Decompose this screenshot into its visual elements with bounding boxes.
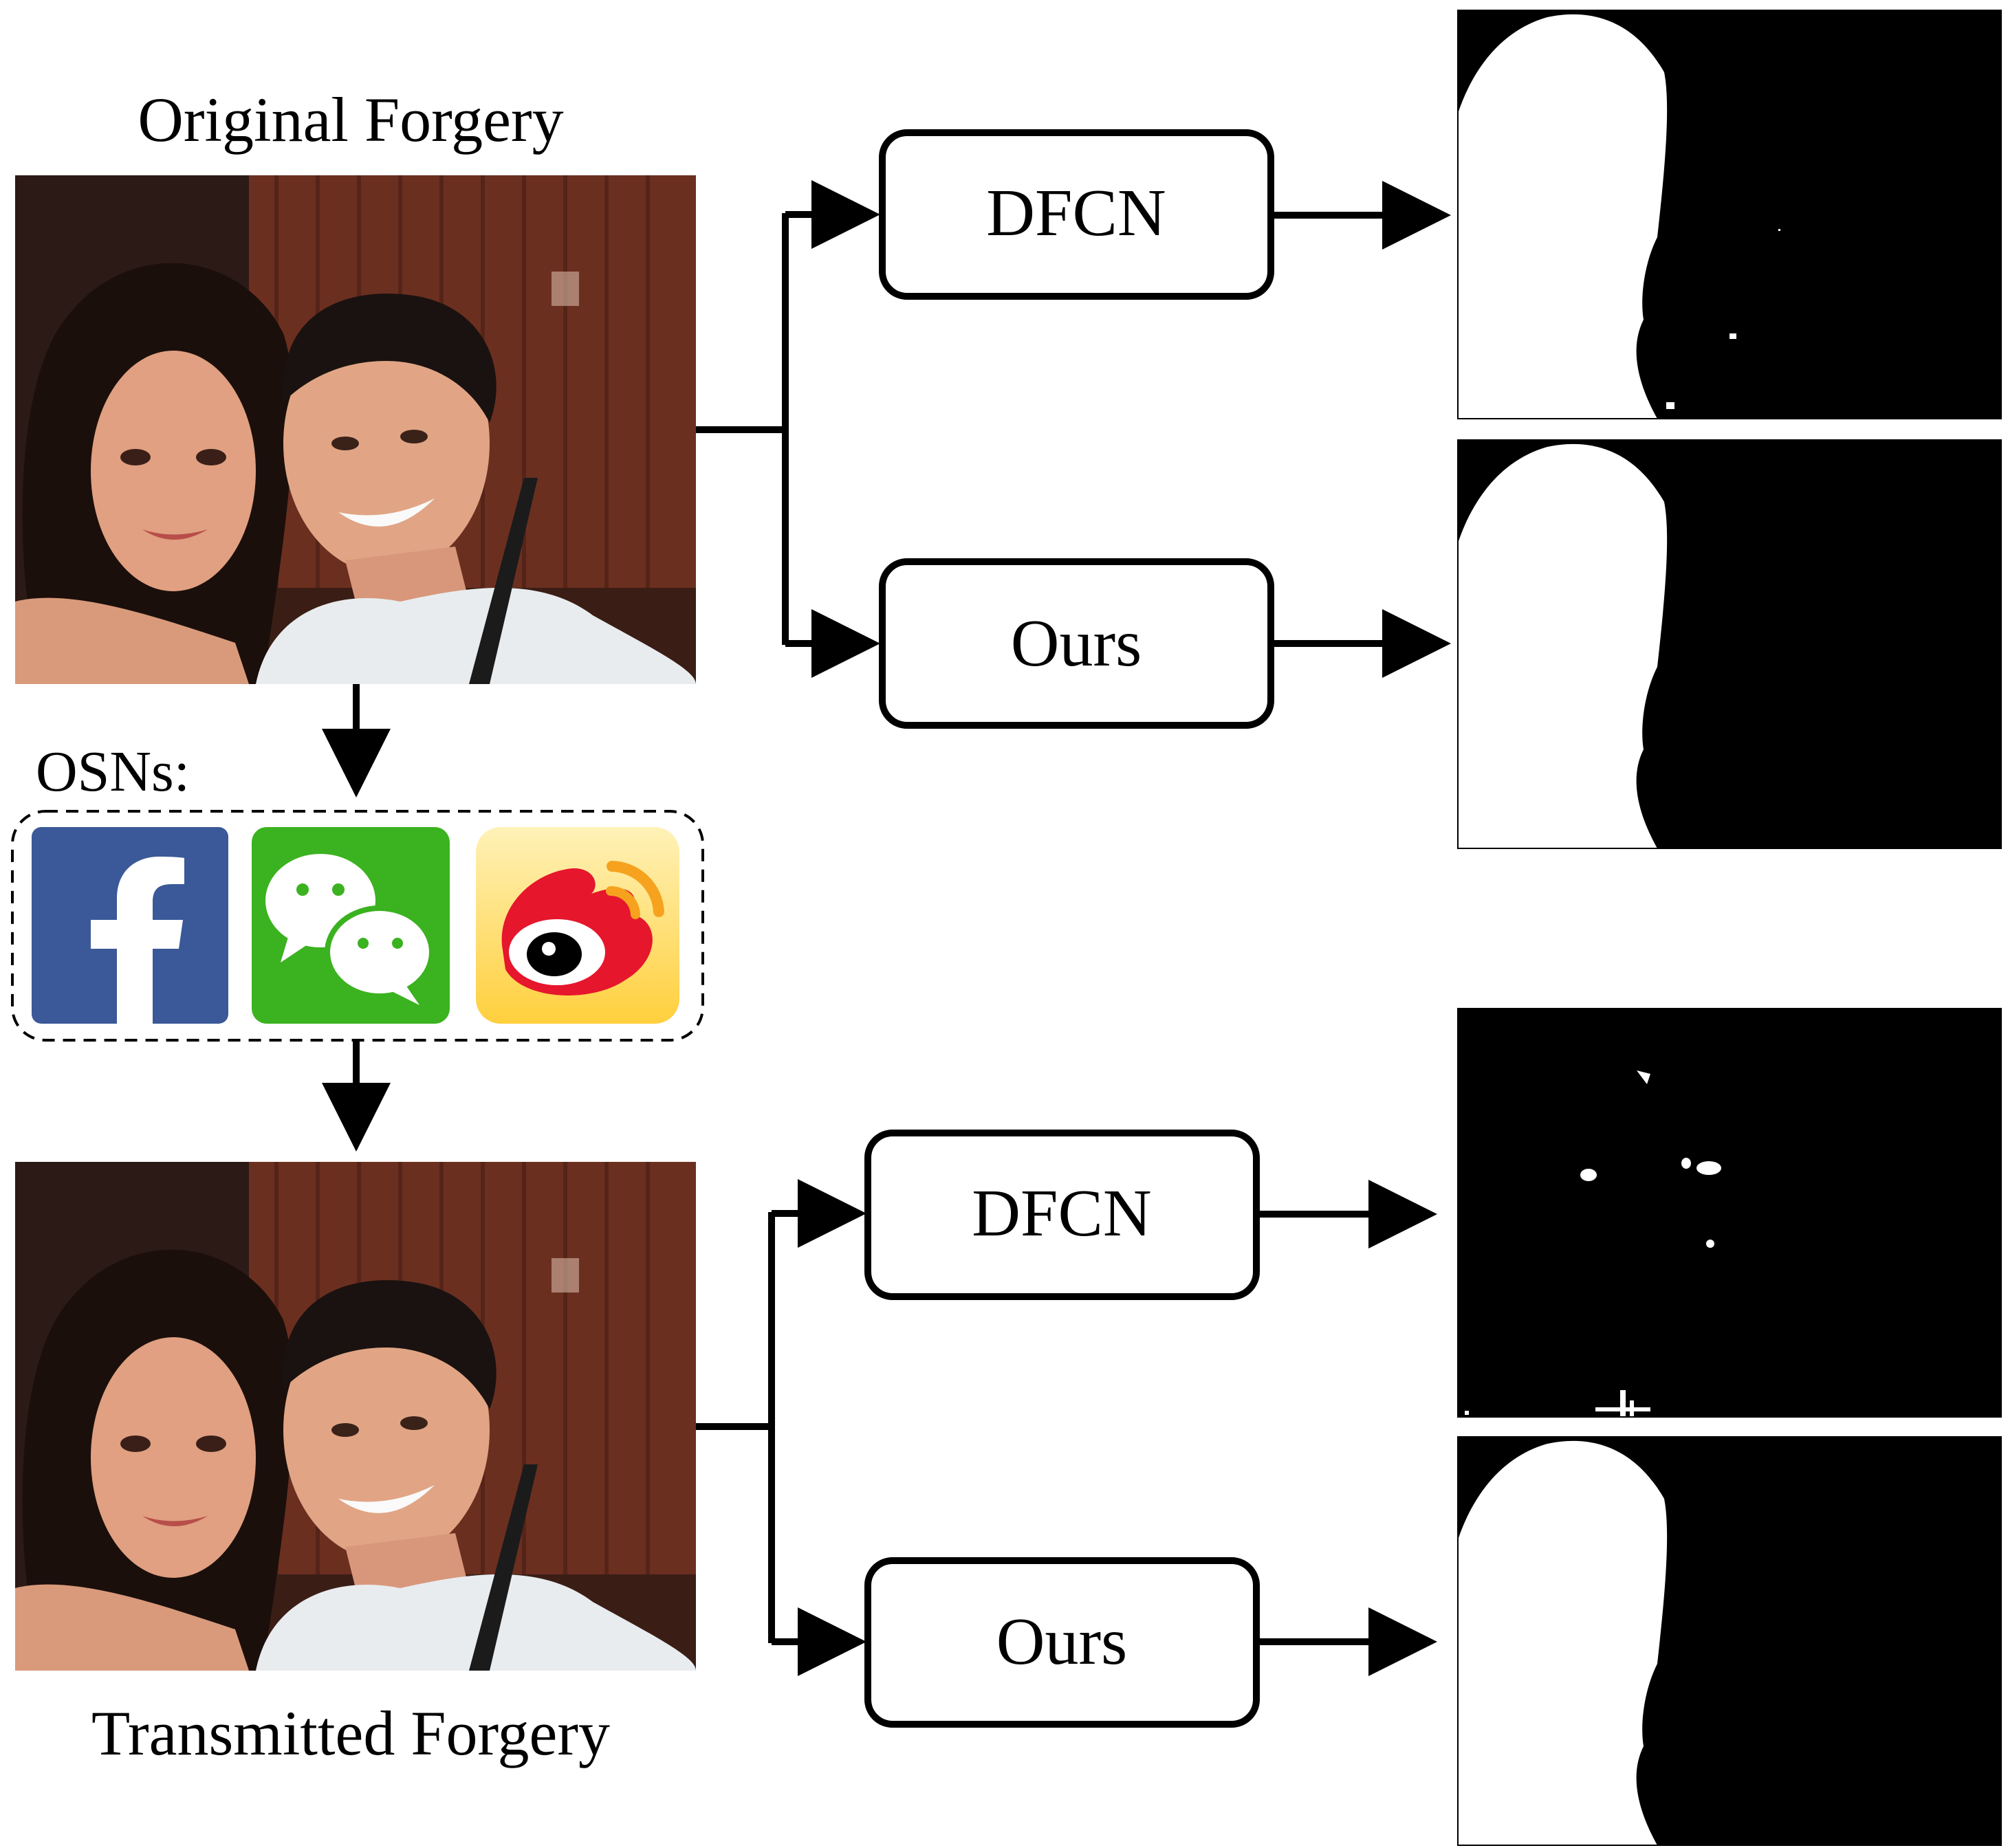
dfcn-label-top: DFCN <box>986 176 1166 250</box>
dfcn-box-top: DFCN <box>879 129 1274 300</box>
original-branch-connector <box>696 180 880 678</box>
dfcn-label-bottom: DFCN <box>972 1176 1151 1251</box>
label-osns: OSNs: <box>36 740 190 804</box>
wechat-logo-icon <box>252 827 450 1024</box>
label-original-forgery: Original Forgery <box>138 85 563 155</box>
transmitted-forgery-photo <box>15 1162 696 1671</box>
mask-ours-transmitted <box>1457 1436 2002 1846</box>
label-transmitted-forgery: Transmitted Forgery <box>91 1698 610 1768</box>
mask-dfcn-original <box>1457 10 2002 419</box>
ours-box-top: Ours <box>879 558 1274 729</box>
dfcn-box-bottom: DFCN <box>864 1130 1260 1300</box>
ours-label-top: Ours <box>1011 606 1142 681</box>
ours-box-bottom: Ours <box>864 1557 1260 1728</box>
top-output-arrows <box>1271 181 1451 678</box>
original-forgery-photo <box>15 175 696 684</box>
mask-ours-original <box>1457 439 2002 849</box>
weibo-logo-icon <box>476 827 679 1024</box>
bottom-output-arrows <box>1256 1180 1437 1676</box>
facebook-logo-icon <box>32 827 228 1024</box>
mask-dfcn-transmitted <box>1457 1008 2002 1418</box>
transmitted-branch-connector <box>696 1179 866 1676</box>
ours-label-bottom: Ours <box>996 1605 1128 1679</box>
